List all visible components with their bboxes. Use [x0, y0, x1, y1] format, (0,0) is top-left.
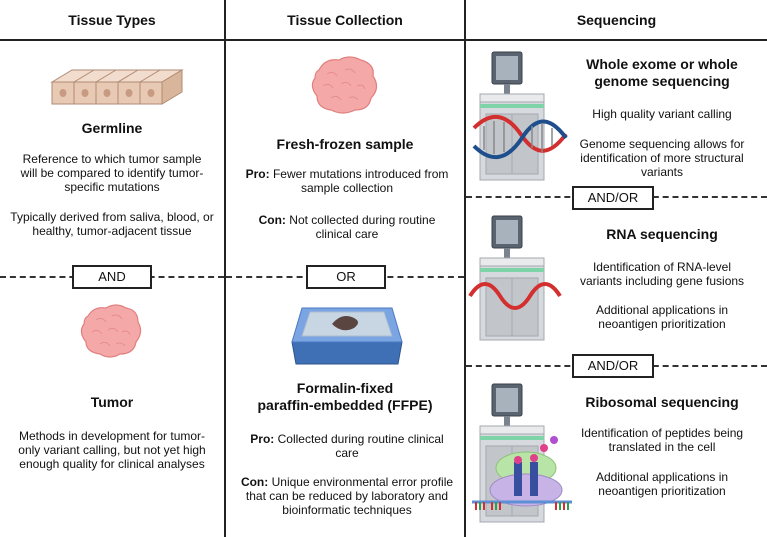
- ribo-description-2: Additional applications in neoantigen pr…: [595, 470, 729, 498]
- ribosome-sequencer-icon: [472, 383, 572, 523]
- column-divider-1: [224, 0, 226, 537]
- ffpe-con: Con: Unique environmental error profile …: [236, 475, 458, 517]
- dna-sequencer-icon: [472, 51, 568, 181]
- ribo-title: Ribosomal sequencing: [585, 394, 739, 410]
- ffpe-title-line1: Formalin-fixed: [296, 380, 394, 396]
- ribo-description-1: Identification of peptides being transla…: [580, 426, 744, 454]
- and-or-connector-1: AND/OR: [572, 186, 654, 210]
- and-or-connector-2: AND/OR: [572, 354, 654, 378]
- germline-description-1: Reference to which tumor sample will be …: [20, 152, 204, 194]
- tumor-tissue-icon: [80, 304, 142, 358]
- wes-title: Whole exome or whole genome sequencing: [586, 56, 738, 89]
- germline-description-2: Typically derived from saliva, blood, or…: [10, 210, 214, 238]
- epithelial-cells-icon: [50, 69, 184, 105]
- or-connector: OR: [306, 265, 386, 289]
- header-sequencing: Sequencing: [576, 12, 657, 28]
- con-label: Con:: [240, 475, 269, 489]
- fresh-frozen-pro: Pro: Fewer mutations introduced from sam…: [244, 167, 450, 195]
- and-connector: AND: [72, 265, 152, 289]
- con-label: Con:: [258, 213, 286, 227]
- header-divider: [0, 39, 767, 41]
- tumor-description: Methods in development for tumor-only va…: [18, 429, 206, 471]
- header-tissue-types: Tissue Types: [68, 12, 156, 28]
- rna-title: RNA sequencing: [606, 226, 718, 242]
- pro-label: Pro:: [245, 167, 270, 181]
- ffpe-con-text: Unique environmental error profile that …: [245, 475, 454, 517]
- ffpe-pro-text: Collected during routine clinical care: [277, 432, 444, 460]
- column-divider-2: [464, 0, 466, 537]
- rna-sequencer-icon: [468, 215, 562, 341]
- tumor-title: Tumor: [90, 394, 134, 410]
- rna-description-2: Additional applications in neoantigen pr…: [595, 303, 729, 331]
- fresh-frozen-pro-text: Fewer mutations introduced from sample c…: [272, 167, 449, 195]
- pro-label: Pro:: [250, 432, 275, 446]
- fresh-frozen-title: Fresh-frozen sample: [276, 136, 414, 152]
- germline-title: Germline: [81, 120, 143, 136]
- header-tissue-collection: Tissue Collection: [287, 12, 403, 28]
- wes-description-2: Genome sequencing allows for identificat…: [579, 137, 745, 179]
- fresh-frozen-con: Con: Not collected during routine clinic…: [244, 213, 450, 241]
- fresh-frozen-con-text: Not collected during routine clinical ca…: [289, 213, 436, 241]
- ffpe-title-line2: paraffin-embedded (FFPE): [257, 397, 433, 413]
- ffpe-block-icon: [291, 307, 403, 365]
- rna-description-1: Identification of RNA-level variants inc…: [579, 260, 745, 288]
- ffpe-pro: Pro: Collected during routine clinical c…: [244, 432, 450, 460]
- wes-description-1: High quality variant calling: [592, 107, 732, 121]
- fresh-frozen-tissue-icon: [311, 56, 378, 114]
